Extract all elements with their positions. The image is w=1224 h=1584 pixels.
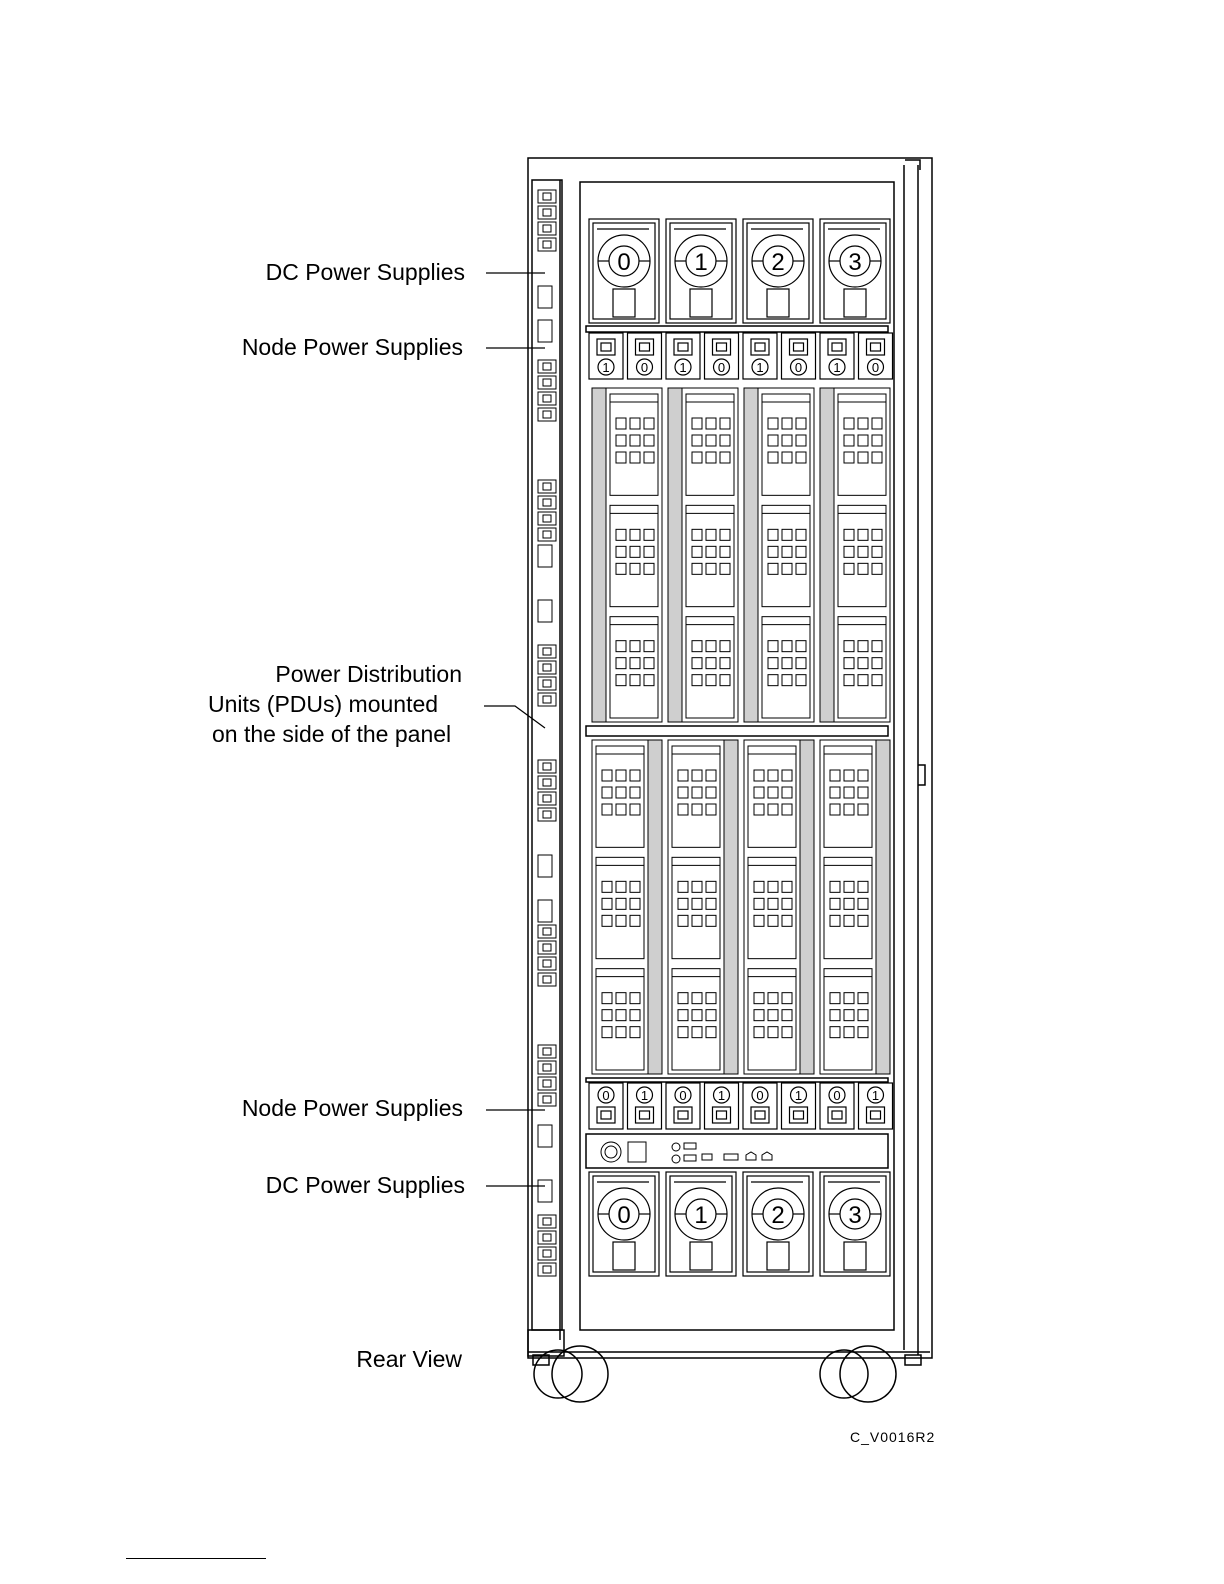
pdu-breaker (538, 855, 552, 877)
dc-power-supply: 2 (743, 219, 813, 323)
dc-power-supply: 2 (743, 1172, 813, 1276)
pdu-breaker (538, 1180, 552, 1202)
pdu-breaker (538, 1125, 552, 1147)
dc-power-supply-number: 3 (848, 1202, 861, 1229)
node-power-supply: 0 (666, 1083, 700, 1129)
node-power-supply: 1 (666, 333, 700, 379)
node-power-supply-number: 1 (641, 1088, 648, 1103)
node-power-supply: 0 (782, 333, 816, 379)
dc-power-supply: 3 (820, 1172, 890, 1276)
node-power-supply: 0 (705, 333, 739, 379)
leader-pdu (484, 706, 545, 728)
pdu-outlet-group (538, 645, 556, 706)
compute-blade (744, 740, 814, 1074)
dc-power-supply-number: 0 (617, 249, 630, 276)
node-power-supply-number: 0 (602, 1088, 609, 1103)
pdu-breaker (538, 900, 552, 922)
label-rear-view: Rear View (300, 1344, 462, 1374)
node-power-supply: 1 (782, 1083, 816, 1129)
footnote-rule (126, 1558, 266, 1559)
label-pdu-line-2: Units (PDUs) mounted (208, 689, 438, 719)
node-power-supply: 0 (589, 1083, 623, 1129)
node-power-supply: 1 (589, 333, 623, 379)
node-power-supply-number: 0 (679, 1088, 686, 1103)
node-power-supply-number: 1 (795, 1088, 802, 1103)
dc-power-supply: 3 (820, 219, 890, 323)
compute-blade (744, 388, 814, 722)
pdu-outlet-group (538, 360, 556, 421)
figure-id: C_V0016R2 (850, 1429, 935, 1445)
pdu-outlet-group (538, 925, 556, 986)
pdu-strip (532, 180, 562, 1330)
dc-power-supply-number: 1 (694, 249, 707, 276)
node-power-supply-number: 1 (756, 360, 763, 375)
pdu-breaker (538, 286, 552, 308)
label-node-power-supplies-top: Node Power Supplies (200, 332, 463, 362)
compute-blade (592, 388, 662, 722)
dc-power-supply: 0 (589, 219, 659, 323)
dc-power-supply-number: 0 (617, 1202, 630, 1229)
node-power-supply-number: 0 (718, 360, 725, 375)
dc-power-supply: 1 (666, 1172, 736, 1276)
node-power-supply: 0 (859, 333, 893, 379)
node-power-supply-number: 0 (833, 1088, 840, 1103)
pdu-outlet-group (538, 760, 556, 821)
caster-right (820, 1346, 921, 1402)
dc-power-supply: 1 (666, 219, 736, 323)
node-power-supply-number: 1 (718, 1088, 725, 1103)
node-power-supply: 1 (743, 333, 777, 379)
pdu-outlet-group (538, 1045, 556, 1106)
node-power-supply: 0 (820, 1083, 854, 1129)
compute-blade (668, 740, 738, 1074)
node-power-supply: 0 (743, 1083, 777, 1129)
dc-power-supply-number: 1 (694, 1202, 707, 1229)
node-power-supply-number: 1 (679, 360, 686, 375)
dc-power-supply-number: 3 (848, 249, 861, 276)
pdu-breaker (538, 545, 552, 567)
compute-blade (668, 388, 738, 722)
pdu-breaker (538, 600, 552, 622)
compute-blade (820, 740, 890, 1074)
node-power-supply-number: 0 (641, 360, 648, 375)
node-power-supply: 1 (820, 333, 854, 379)
pdu-outlet-group (538, 190, 556, 251)
dc-power-supply: 0 (589, 1172, 659, 1276)
label-pdu-line-3: on the side of the panel (212, 719, 451, 749)
node-power-supply-number: 1 (602, 360, 609, 375)
pdu-outlet-group (538, 480, 556, 541)
pdu-breaker (538, 320, 552, 342)
node-power-supply-number: 1 (872, 1088, 879, 1103)
node-power-supply: 0 (628, 333, 662, 379)
compute-blade (820, 388, 890, 722)
pdu-outlet-group (538, 1215, 556, 1276)
label-pdu-line-1: Power Distribution (200, 659, 530, 689)
dc-power-supply-number: 2 (771, 1202, 784, 1229)
dc-power-supply-number: 2 (771, 249, 784, 276)
node-power-supply-number: 1 (833, 360, 840, 375)
node-power-supply-number: 0 (872, 360, 879, 375)
label-dc-power-supplies-bottom: DC Power Supplies (220, 1170, 465, 1200)
node-power-supply: 1 (705, 1083, 739, 1129)
label-node-power-supplies-bottom: Node Power Supplies (200, 1093, 463, 1123)
node-power-supply-number: 0 (756, 1088, 763, 1103)
node-power-supply-number: 0 (795, 360, 802, 375)
node-power-supply: 1 (628, 1083, 662, 1129)
label-dc-power-supplies-top: DC Power Supplies (220, 257, 465, 287)
control-panel (601, 1142, 772, 1163)
node-power-supply: 1 (859, 1083, 893, 1129)
compute-blade (592, 740, 662, 1074)
pdu-line-1-text: Power Distribution (275, 661, 462, 687)
caster-left (533, 1346, 608, 1402)
